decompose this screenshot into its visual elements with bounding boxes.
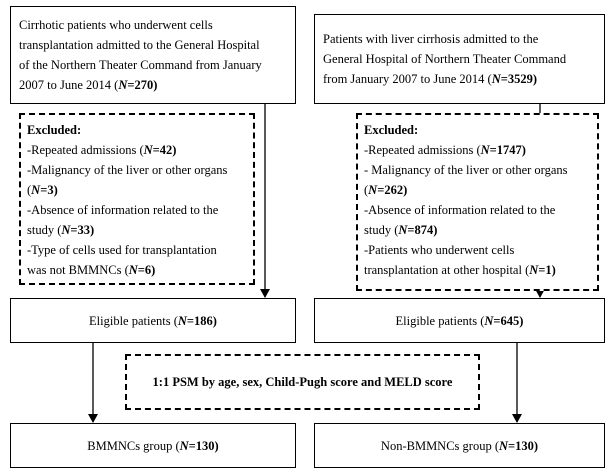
left-group-label: BMMNCs group (N=130) — [87, 438, 219, 453]
right-excluded-item: - Malignancy of the liver or other organ… — [364, 163, 568, 177]
left-excluded-item: -Repeated admissions (N=42) — [27, 143, 177, 157]
left-excluded-item: -Type of cells used for transplantation — [27, 243, 217, 257]
right-excluded-item: transplantation at other hospital (N=1) — [364, 263, 556, 277]
right-source-line2: General Hospital of Northern Theater Com… — [323, 52, 567, 66]
left-source-box: Cirrhotic patients who underwent cells t… — [10, 6, 296, 104]
left-excluded-item: (N=3) — [27, 183, 58, 197]
left-excluded-item: was not BMMNCs (N=6) — [27, 263, 156, 277]
left-source-line4: 2007 to June 2014 (N=270) — [19, 78, 158, 92]
left-group-box: BMMNCs group (N=130) — [10, 423, 296, 468]
right-excluded-item: -Absence of information related to the — [364, 203, 556, 217]
left-eligible-label: Eligible patients (N=186) — [89, 313, 217, 328]
left-source-line2: transplantation admitted to the General … — [19, 38, 260, 52]
right-excluded-item: study (N=874) — [364, 223, 438, 237]
right-eligible-box: Eligible patients (N=645) — [314, 298, 605, 343]
right-excluded-box: Excluded: -Repeated admissions (N=1747) … — [356, 113, 599, 291]
right-excluded-title: Excluded: — [364, 123, 419, 137]
right-source-box: Patients with liver cirrhosis admitted t… — [314, 14, 605, 104]
left-excluded-box: Excluded: -Repeated admissions (N=42) -M… — [19, 113, 255, 285]
psm-label: 1:1 PSM by age, sex, Child-Pugh score an… — [152, 375, 453, 389]
left-excluded-item: -Absence of information related to the — [27, 203, 219, 217]
left-excluded-item: study (N=33) — [27, 223, 95, 237]
right-excluded-item: -Patients who underwent cells — [364, 243, 515, 257]
right-group-label: Non-BMMNCs group (N=130) — [380, 438, 539, 453]
left-eligible-box: Eligible patients (N=186) — [10, 298, 296, 343]
right-excluded-item: (N=262) — [364, 183, 408, 197]
left-excluded-title: Excluded: — [27, 123, 82, 137]
left-source-line1: Cirrhotic patients who underwent cells — [19, 18, 213, 32]
right-group-box: Non-BMMNCs group (N=130) — [314, 423, 605, 468]
left-source-line3: of the Northern Theater Command from Jan… — [19, 58, 262, 72]
left-excluded-item: -Malignancy of the liver or other organs — [27, 163, 228, 177]
psm-box: 1:1 PSM by age, sex, Child-Pugh score an… — [125, 354, 480, 410]
right-excluded-item: -Repeated admissions (N=1747) — [364, 143, 526, 157]
right-eligible-label: Eligible patients (N=645) — [395, 313, 524, 328]
right-source-line3: from January 2007 to June 2014 (N=3529) — [323, 72, 538, 86]
right-source-line1: Patients with liver cirrhosis admitted t… — [323, 32, 539, 46]
